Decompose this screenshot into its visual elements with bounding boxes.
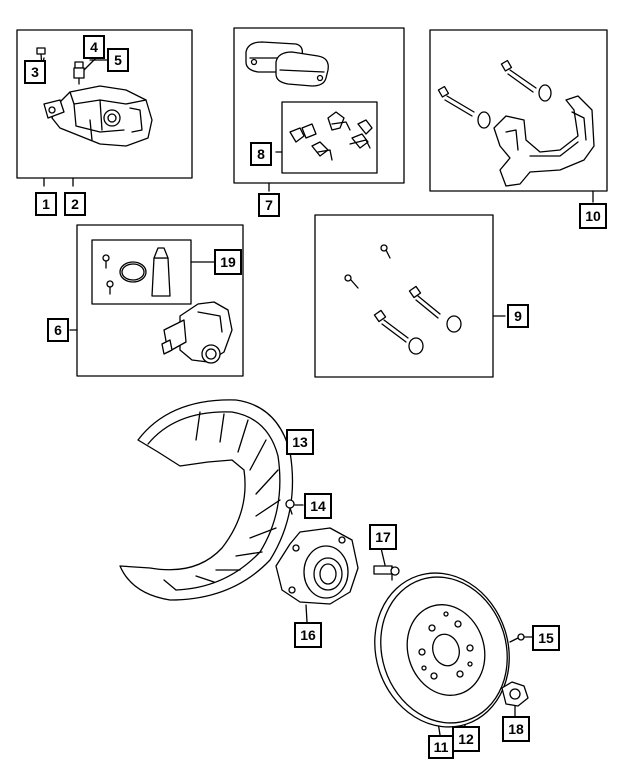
bolt-kit-group-frame <box>314 214 494 378</box>
callout-16[interactable]: 16 <box>294 622 322 648</box>
hub-nut <box>501 681 529 707</box>
callout-9[interactable]: 9 <box>507 304 529 328</box>
callout-1[interactable]: 1 <box>35 192 57 216</box>
callout-4[interactable]: 4 <box>83 35 105 59</box>
callout-11[interactable]: 11 <box>428 735 454 759</box>
callout-19[interactable]: 19 <box>214 249 242 275</box>
callout-2[interactable]: 2 <box>64 192 86 216</box>
callout-14[interactable]: 14 <box>304 493 332 519</box>
hub-bearing <box>275 527 359 605</box>
adapter-group-frame <box>429 29 608 192</box>
callout-6[interactable]: 6 <box>47 318 69 342</box>
bleeder-cap-5 <box>73 61 85 85</box>
pad-clips-subgroup-frame <box>281 101 378 174</box>
guide-pin-kit <box>344 244 462 355</box>
parking-brake-actuator <box>161 301 233 364</box>
brake-rotor <box>374 572 510 728</box>
callout-18[interactable]: 18 <box>502 716 530 742</box>
callout-13[interactable]: 13 <box>286 429 314 455</box>
caliper-adapter <box>493 95 595 187</box>
callout-12[interactable]: 12 <box>452 726 480 752</box>
brake-caliper <box>43 85 153 147</box>
dust-shield <box>119 399 294 601</box>
seal-kit-subgroup-frame <box>91 239 192 305</box>
wheel-stud <box>373 565 400 581</box>
brake-pad-group-frame <box>233 27 405 184</box>
hub-bolt-14 <box>285 499 295 515</box>
callout-5[interactable]: 5 <box>107 48 129 72</box>
callout-8[interactable]: 8 <box>250 142 272 166</box>
brake-pads <box>245 41 329 87</box>
callout-10[interactable]: 10 <box>579 203 607 229</box>
callout-7[interactable]: 7 <box>258 193 280 217</box>
callout-15[interactable]: 15 <box>532 625 560 651</box>
actuator-group-frame <box>76 224 244 377</box>
callout-17[interactable]: 17 <box>369 524 397 550</box>
pad-clips <box>289 111 373 161</box>
seal-kit <box>102 247 171 297</box>
rotor-screw <box>509 633 525 643</box>
callout-3[interactable]: 3 <box>24 60 46 84</box>
adapter-bolt-upper <box>500 59 552 102</box>
adapter-bolt-lower <box>437 85 491 129</box>
caliper-group-frame <box>16 29 193 179</box>
